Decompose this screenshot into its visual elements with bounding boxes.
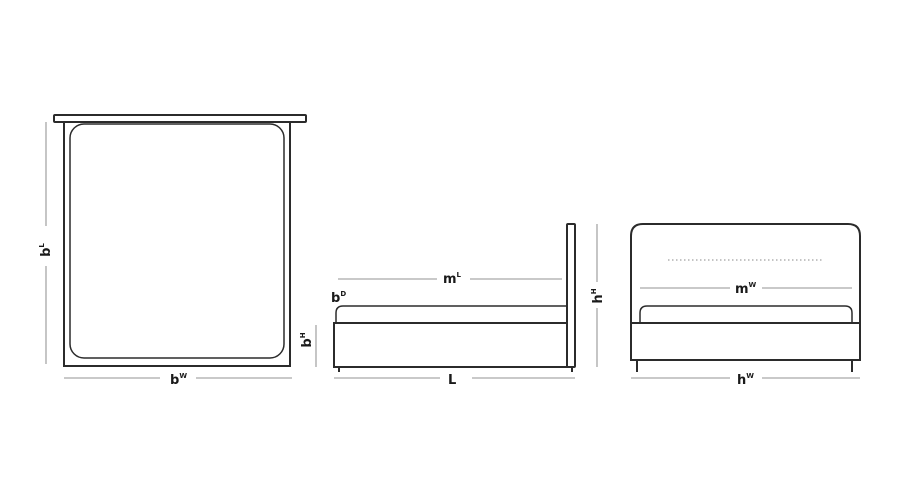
- side-view-base: [333, 322, 568, 368]
- top-view-mattress: [69, 123, 285, 359]
- side-view-headboard: [566, 223, 576, 368]
- top-view-frame: [63, 121, 291, 367]
- top-view: bL bW: [38, 114, 307, 388]
- front-view-headboard: [630, 223, 861, 323]
- side-view-leg: [571, 367, 573, 372]
- top-view-headboard: [53, 114, 307, 123]
- side-height-label: hH: [590, 288, 606, 303]
- side-base-height-label: bH: [299, 332, 315, 347]
- side-view-mattress: [335, 305, 567, 323]
- front-view-leg: [636, 360, 638, 372]
- front-mattress-width-label: mW: [735, 281, 757, 297]
- side-length-label: L: [448, 373, 456, 388]
- front-view-mattress: [639, 305, 853, 323]
- top-width-label: bW: [170, 372, 187, 388]
- front-view-base: [630, 322, 861, 361]
- side-mattress-depth-label: bD: [331, 290, 346, 306]
- side-view: mL bD bH L hH: [299, 223, 606, 388]
- front-width-label: hW: [737, 372, 754, 388]
- front-view-leg: [851, 360, 853, 372]
- side-mattress-length-label: mL: [443, 271, 462, 287]
- front-view: mW hW: [630, 223, 861, 388]
- side-view-leg: [338, 367, 340, 372]
- top-length-label: bL: [38, 243, 54, 257]
